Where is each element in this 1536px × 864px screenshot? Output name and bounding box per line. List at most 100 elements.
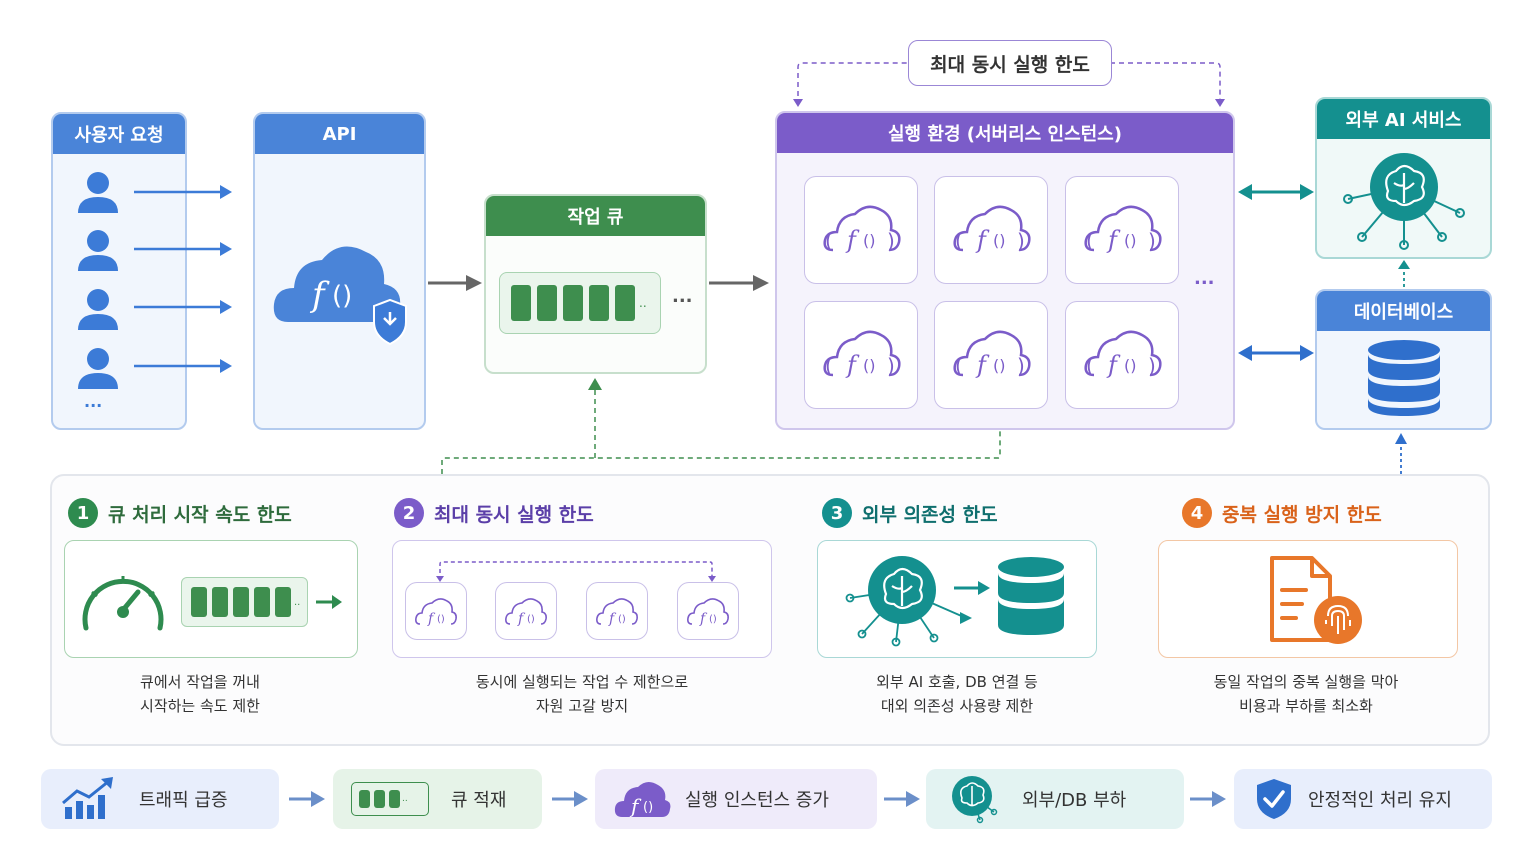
limit-3-desc-line1: 외부 AI 호출, DB 연결 등 (876, 673, 1038, 691)
svg-text:): ) (1148, 354, 1156, 378)
flow-step-external-load: 외부/DB 부하 (926, 769, 1184, 829)
document-fingerprint-icon (1270, 556, 1362, 644)
queue-visual: .. (499, 272, 661, 334)
limit-2-title: 2 최대 동시 실행 한도 (394, 498, 594, 528)
limit-4-desc: 동일 작업의 중복 실행을 막아 비용과 부하를 최소화 (1158, 670, 1454, 718)
limit-4-desc-line1: 동일 작업의 중복 실행을 막아 (1213, 673, 1399, 691)
trending-up-icon (62, 777, 113, 819)
limit-2-number: 2 (394, 498, 424, 528)
limit-1-desc-line2: 시작하는 속도 제한 (140, 697, 260, 715)
queue-title: 작업 큐 (486, 196, 705, 236)
function-cloud-icon: f()() (953, 205, 1031, 254)
arrow-api-queue (428, 275, 482, 291)
svg-text:f: f (845, 226, 860, 254)
svg-text:): ) (887, 354, 895, 378)
svg-text:f: f (699, 611, 708, 627)
function-cloud-icon: f() (415, 598, 457, 627)
svg-text:(): () (709, 614, 717, 625)
limit-3-desc: 외부 AI 호출, DB 연결 등 대외 의존성 사용량 제한 (817, 670, 1097, 718)
queue-more: ... (672, 286, 693, 307)
svg-text:): ) (887, 229, 895, 253)
user-requests-panel: 사용자 요청 (51, 112, 187, 430)
svg-text:f: f (427, 611, 436, 627)
svg-text:(: ( (1086, 229, 1094, 253)
arrow-runtime-ai (1238, 184, 1314, 200)
ai-brain-icon (1343, 153, 1465, 250)
svg-text:(: ( (825, 354, 833, 378)
function-instance: f()() (1065, 176, 1179, 284)
limit-1-desc: 큐에서 작업을 꺼내 시작하는 속도 제한 (64, 670, 336, 718)
limit-1-arrow-icon (316, 595, 342, 609)
dashed-connector-db (1395, 433, 1407, 474)
svg-text:f: f (975, 226, 990, 254)
function-cloud-icon: f()() (1084, 205, 1162, 254)
svg-text:(: ( (825, 229, 833, 253)
limit-1-number: 1 (68, 498, 98, 528)
svg-text:(): () (618, 614, 626, 625)
limit-1-desc-line1: 큐에서 작업을 꺼내 (140, 673, 260, 691)
function-cloud-icon: f() (596, 598, 638, 627)
svg-text:(): () (437, 614, 445, 625)
limit-3-label: 외부 의존성 한도 (862, 503, 998, 526)
limit-3-desc-line2: 대외 의존성 사용량 제한 (880, 697, 1034, 715)
flow-step-instances-label: 실행 인스턴스 증가 (685, 790, 829, 811)
flow-arrow (884, 791, 920, 807)
flow-step-traffic-spike: 트래픽 급증 (41, 769, 279, 829)
mini-function-instance: f() (495, 582, 557, 640)
svg-text:): ) (1017, 229, 1025, 253)
external-ai-title: 외부 AI 서비스 (1317, 99, 1490, 139)
limit-3-database-icon (998, 557, 1064, 635)
limit-3-ai-icon (845, 556, 972, 647)
svg-text:(): () (993, 231, 1005, 250)
limit-4-number: 4 (1182, 498, 1212, 528)
svg-text:): ) (1148, 229, 1156, 253)
function-cloud-icon: f () (273, 246, 407, 346)
flow-arrow (289, 791, 325, 807)
svg-text:(: ( (955, 229, 963, 253)
flow-step-queue: .. 큐 적재 (333, 769, 542, 829)
flow-step-instances: f () 실행 인스턴스 증가 (595, 769, 877, 829)
limit-1-label: 큐 처리 시작 속도 한도 (108, 503, 292, 526)
svg-text:(: ( (1086, 354, 1094, 378)
arrow-db-ai (1398, 260, 1410, 287)
limit-1-queue-visual: .. (181, 577, 308, 627)
function-instance: f()() (934, 176, 1048, 284)
function-cloud-icon: f() (505, 598, 547, 627)
mini-function-instance: f() (405, 582, 467, 640)
user-requests-title: 사용자 요청 (53, 114, 185, 154)
user-icons (78, 172, 232, 389)
function-instance: f()() (1065, 301, 1179, 409)
svg-text:(): () (527, 614, 535, 625)
mini-function-instance: f() (677, 582, 739, 640)
flow-step-stable: 안정적인 처리 유지 (1234, 769, 1492, 829)
ai-brain-icon (952, 776, 998, 824)
svg-text:(): () (643, 800, 653, 815)
svg-text:f: f (608, 611, 617, 627)
function-cloud-icon: f()() (823, 205, 901, 254)
limit-2-desc-line2: 자원 고갈 방지 (535, 697, 629, 715)
limit-3-number: 3 (822, 498, 852, 528)
dashed-connector-queue-runtime (441, 378, 1001, 474)
concurrency-limit-label: 최대 동시 실행 한도 (908, 40, 1112, 86)
function-cloud-icon: f()() (823, 330, 901, 379)
concurrency-limit-text: 최대 동시 실행 한도 (930, 53, 1090, 76)
svg-text:f: f (517, 611, 526, 627)
svg-text:): ) (1017, 354, 1025, 378)
svg-text:(): () (1124, 231, 1136, 250)
function-cloud-icon: f() (687, 598, 729, 627)
queue-icon: .. (351, 782, 429, 816)
svg-text:(): () (863, 356, 875, 375)
flow-arrow (1190, 791, 1226, 807)
limit-2-desc-line1: 동시에 실행되는 작업 수 제한으로 (475, 673, 689, 691)
runtime-title: 실행 환경 (서버리스 인스턴스) (777, 113, 1233, 153)
flow-arrow (552, 791, 588, 807)
svg-text:f: f (845, 351, 860, 379)
function-instance: f()() (934, 301, 1048, 409)
speedometer-icon (82, 576, 164, 631)
limit-3-arrow-icon (954, 581, 990, 595)
flow-step-stable-label: 안정적인 처리 유지 (1308, 790, 1452, 811)
svg-text:(: ( (955, 354, 963, 378)
flow-step-queue-label: 큐 적재 (451, 790, 507, 811)
flow-step-traffic-spike-label: 트래픽 급증 (139, 790, 228, 811)
limit-1-title: 1 큐 처리 시작 속도 한도 (68, 498, 292, 528)
